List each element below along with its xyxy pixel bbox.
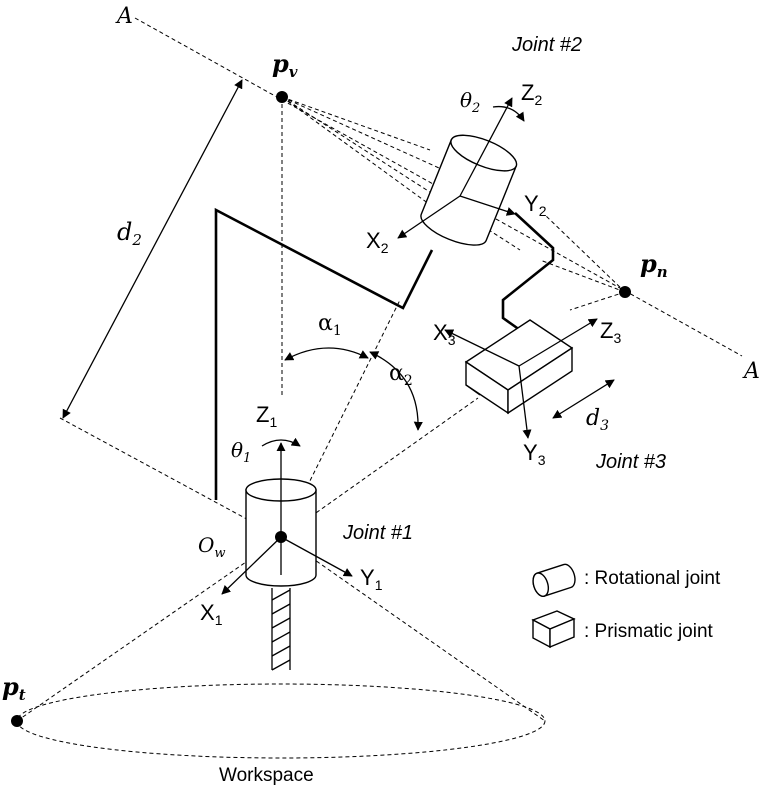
workspace-label: Workspace — [219, 765, 314, 786]
x1-label: X1 — [200, 600, 223, 628]
pv-label: pv — [272, 49, 298, 81]
legend-prismatic-label: : Prismatic joint — [584, 621, 714, 642]
joint-2-cylinder — [420, 134, 518, 246]
x2-axis — [397, 195, 461, 239]
alpha1-label: α1 — [318, 311, 342, 339]
line-a-top-label: A — [115, 4, 133, 29]
x3-label: X3 — [433, 320, 456, 348]
pt-to-ow-line — [16, 536, 283, 722]
x2-label: X2 — [366, 228, 389, 256]
legend-rotational-label: : Rotational joint — [584, 568, 721, 589]
joint-1-axes — [221, 437, 353, 595]
theta1-label: θ1 — [231, 438, 251, 466]
y3-label: Y3 — [523, 440, 546, 468]
legend-rotational-icon — [532, 563, 576, 597]
point-pn — [619, 286, 631, 298]
d3-arrow — [552, 379, 615, 419]
angle-alpha1 — [284, 347, 369, 361]
y2-label: Y2 — [524, 191, 547, 219]
y1-label: Y1 — [360, 565, 383, 593]
theta2-label: θ2 — [460, 88, 480, 116]
d2-label: d2 — [117, 218, 142, 249]
joint-3-box — [464, 319, 574, 415]
y3-axis — [518, 365, 532, 439]
y1-axis — [280, 536, 353, 577]
z3-axis — [518, 318, 598, 367]
base-mount — [271, 588, 291, 671]
x1-axis — [221, 536, 282, 595]
point-pv — [276, 91, 288, 103]
dimension-d2 — [62, 79, 243, 419]
pn-label: pn — [640, 249, 668, 281]
angle-alpha2 — [369, 351, 423, 431]
z2-axis — [459, 97, 513, 197]
legend-prismatic-icon — [531, 610, 576, 649]
joint-1-label: Joint #1 — [342, 522, 413, 544]
pn-rays — [539, 214, 626, 311]
x3-axis — [444, 329, 520, 367]
pv-to-joint2-rays — [281, 96, 521, 251]
point-pt — [11, 715, 23, 727]
z3-label: Z3 — [600, 318, 621, 346]
workspace-ellipse — [16, 683, 546, 759]
d3-label: d3 — [586, 406, 609, 434]
line-a — [134, 17, 743, 357]
ow-label: Ow — [198, 533, 226, 561]
z1-label: Z1 — [256, 402, 277, 430]
theta2-arc — [492, 105, 525, 122]
ow-to-workspace-right — [281, 536, 546, 722]
link-2 — [501, 212, 555, 332]
construction-lines — [16, 17, 743, 759]
point-ow — [275, 531, 287, 543]
y2-axis — [459, 195, 516, 216]
joint-2-label: Joint #2 — [511, 34, 582, 56]
theta1-arc — [261, 437, 301, 447]
line-a-bottom-label: A — [742, 359, 760, 384]
ow-to-pn-ray — [281, 397, 479, 538]
alpha2-label: α2 — [389, 361, 413, 389]
z2-label: Z2 — [521, 80, 542, 108]
joint-3-label: Joint #3 — [595, 451, 666, 473]
pt-label: pt — [2, 672, 26, 704]
joint-2-axes — [397, 97, 525, 239]
joint-3-axes — [444, 318, 615, 439]
